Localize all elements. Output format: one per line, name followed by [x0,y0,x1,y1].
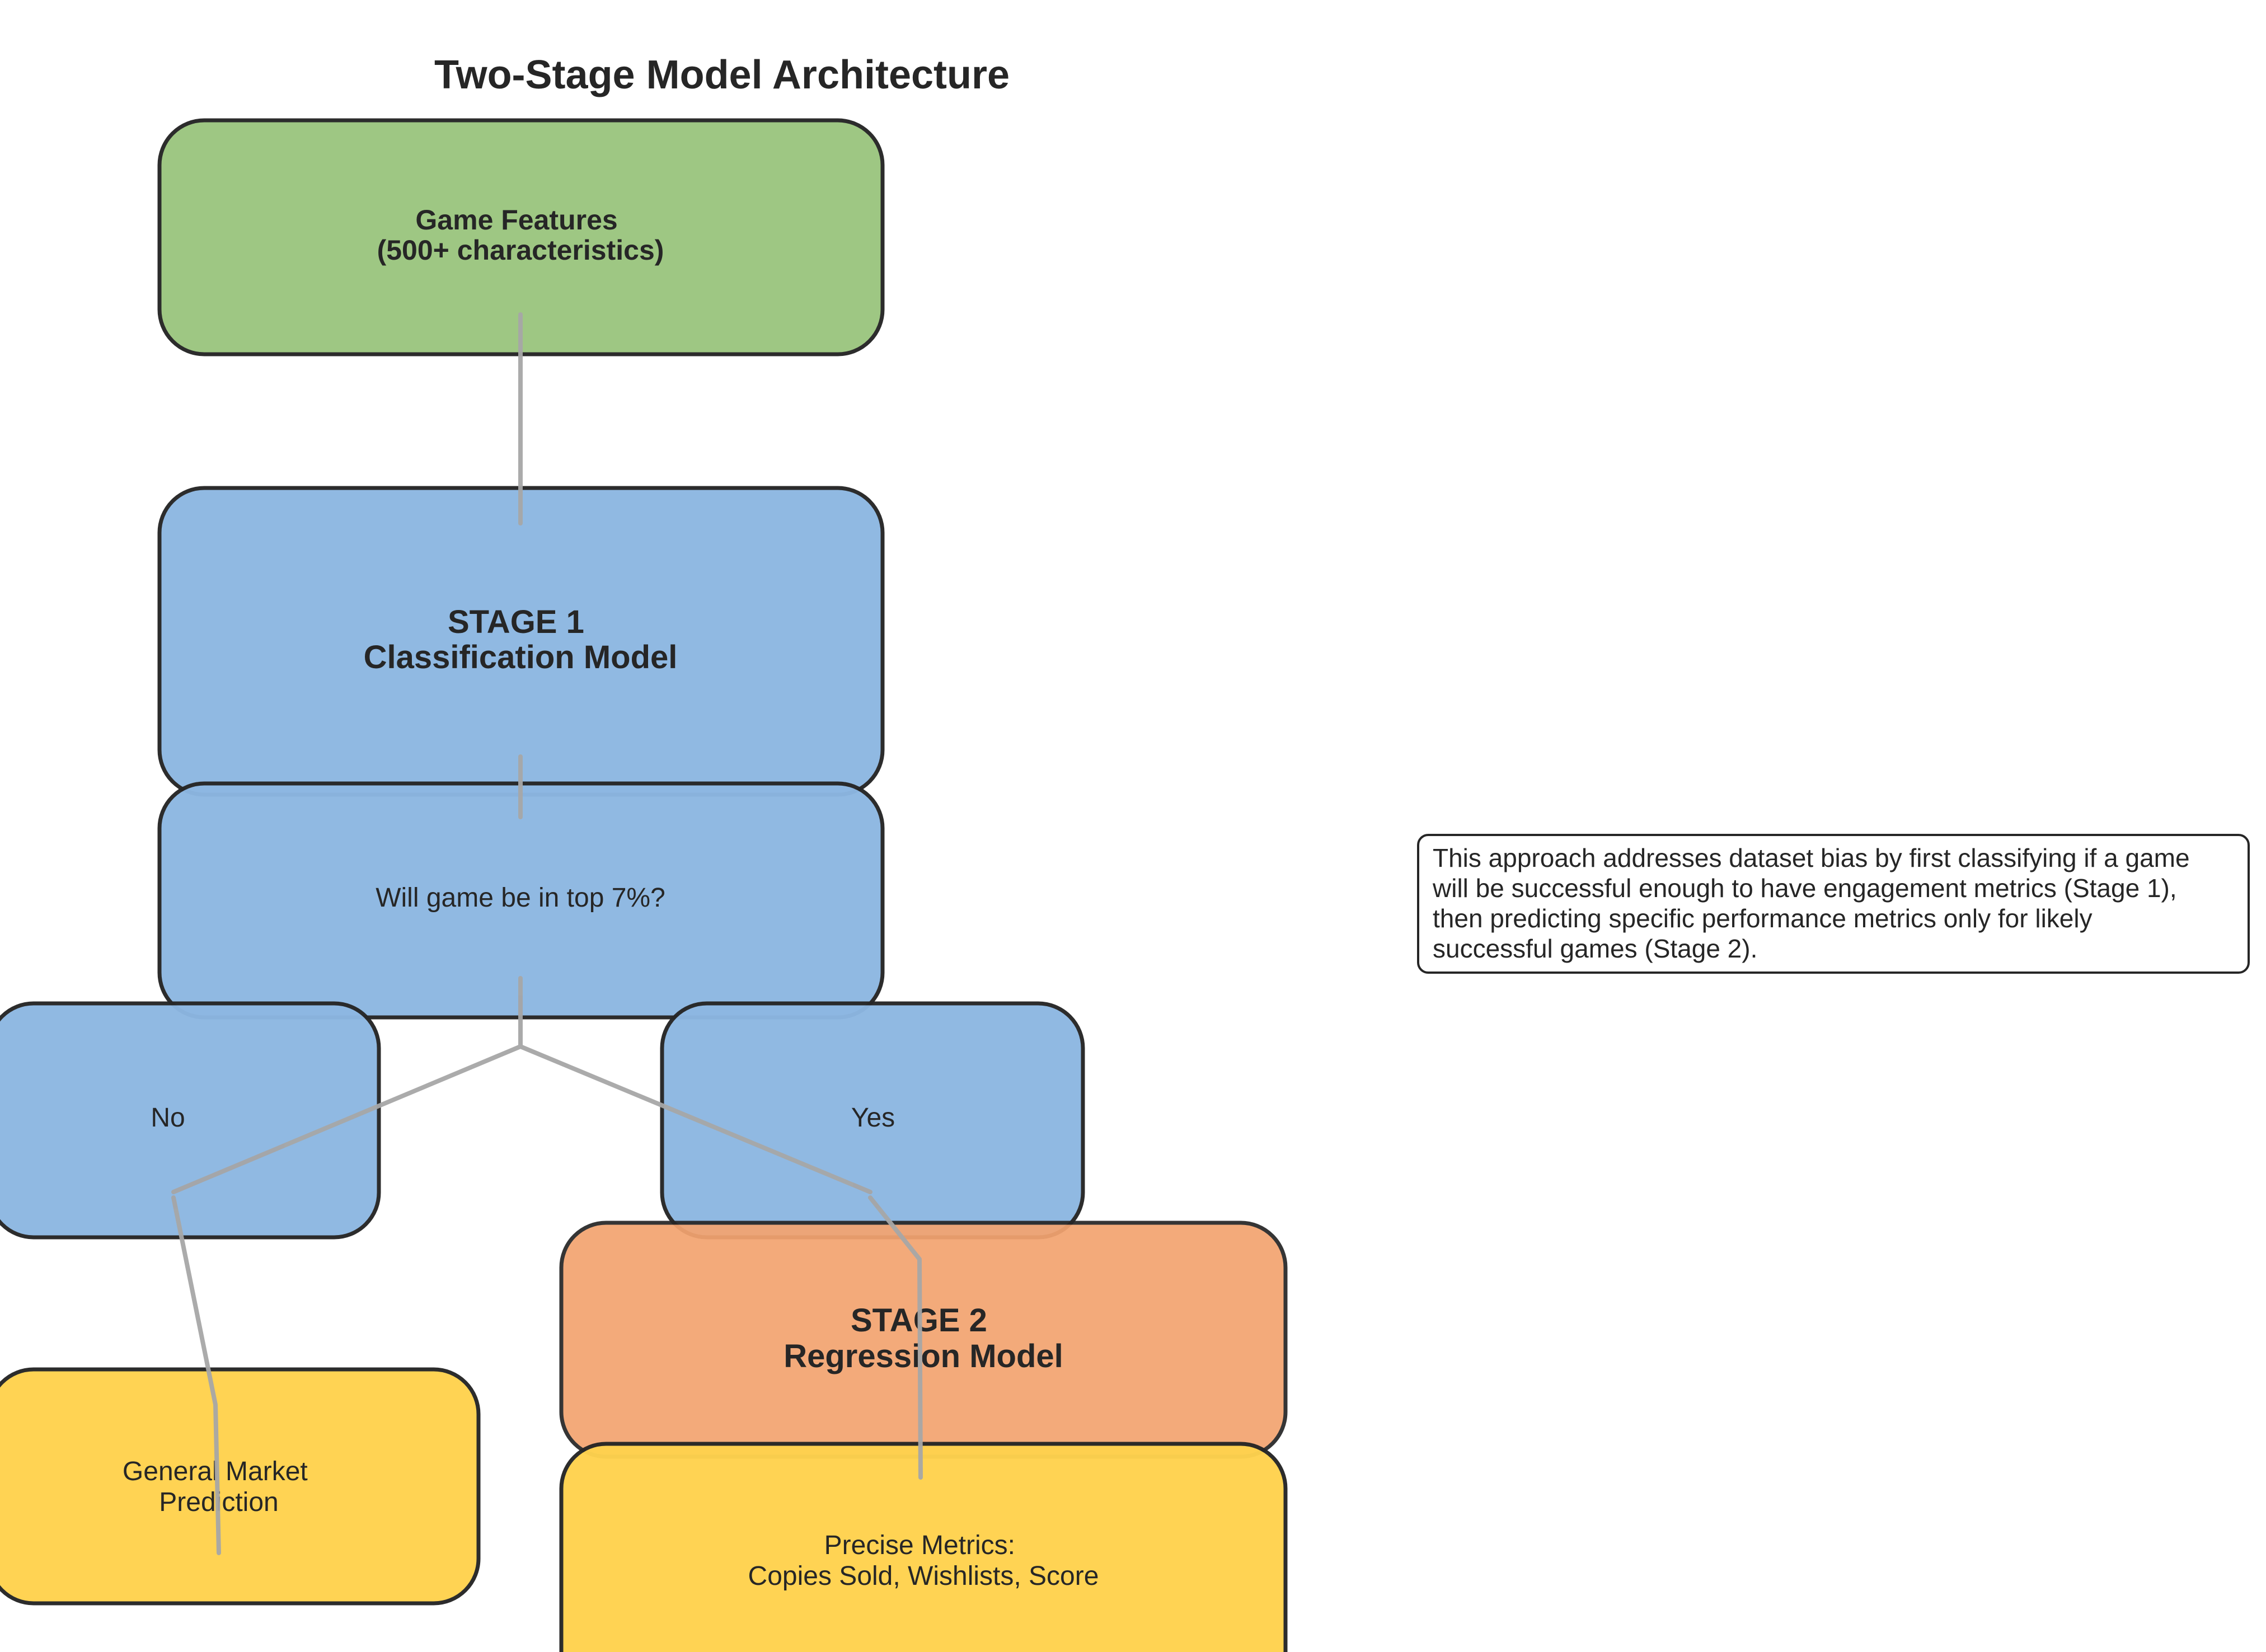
node-no-box [0,1001,381,1240]
node-stage-2-line-2: Regression Model [784,1338,1063,1374]
node-precise-metrics-box [559,1442,1288,1652]
connectors [171,312,923,1555]
connector-split-to-yes [518,1044,872,1194]
node-precise-metrics-label: Precise Metrics: Copies Sold, Wishlists,… [748,1531,1099,1591]
note-line-1: This approach addresses dataset bias by … [1433,843,2190,872]
node-precise-metrics-line-1: Precise Metrics: [824,1531,1015,1560]
node-general-market-box [0,1367,481,1606]
connector-no-to-general [171,1195,221,1555]
node-game-features-line-2: (500+ characteristics) [377,234,664,266]
node-question-label: Will game be in top 7%? [376,883,665,913]
note-line-4: successful games (Stage 2). [1433,934,1758,963]
node-stage-1: STAGE 1 Classification Model [157,486,885,797]
note-line-3: then predicting specific performance met… [1433,904,2093,933]
node-game-features-line-1: Game Features [415,204,617,236]
note-line-2: will be successful enough to have engage… [1433,874,2177,903]
explanation-note: This approach addresses dataset bias by … [1417,834,2250,974]
connector-yes-to-stage2 [868,1195,923,1480]
node-game-features: Game Features (500+ characteristics) [157,118,885,356]
diagram-title: Two-Stage Model Architecture [434,53,1010,97]
connector-split-to-no [171,1044,523,1194]
node-stage-1-line-1: STAGE 1 [448,604,584,640]
node-general-market: General Market Prediction [0,1367,481,1606]
node-no-label: No [151,1103,185,1133]
node-precise-metrics-line-2: Copies Sold, Wishlists, Score [748,1561,1099,1591]
node-no: No [0,1001,381,1240]
node-stage-2: STAGE 2 Regression Model [559,1221,1288,1459]
node-question: Will game be in top 7%? [157,781,885,1020]
node-yes-label: Yes [851,1103,895,1133]
node-stage-1-label: STAGE 1 Classification Model [364,604,678,675]
node-precise-metrics: Precise Metrics: Copies Sold, Wishlists,… [559,1442,1288,1652]
node-game-features-label: Game Features (500+ characteristics) [377,204,664,266]
node-stage-1-line-2: Classification Model [364,639,678,675]
